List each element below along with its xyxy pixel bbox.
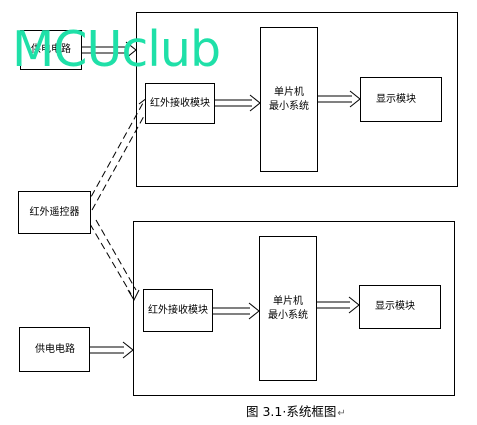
figure-caption-text: 图 3.1·系统框图 xyxy=(246,404,337,419)
arrow-top-mcu-to-display xyxy=(318,90,361,108)
arrow-top-receiver-to-mcu xyxy=(215,94,261,112)
figure-caption: 图 3.1·系统框图↵ xyxy=(246,404,346,422)
arrow-top-power-to-frame xyxy=(82,41,137,59)
paragraph-mark: ↵ xyxy=(337,408,346,419)
bottom-ir-receiver-box: 红外接收模块 xyxy=(143,289,213,332)
arrow-bottom-receiver-to-mcu xyxy=(213,302,260,320)
top-mcu-box: 单片机 最小系统 xyxy=(260,27,318,172)
top-ir-receiver-box: 红外接收模块 xyxy=(145,83,215,124)
mcuclub-watermark: MCUclub xyxy=(12,21,221,78)
top-power-supply-box: 供电电路 xyxy=(20,30,82,70)
arrow-bottom-power-to-frame xyxy=(90,341,134,359)
bottom-mcu-box: 单片机 最小系统 xyxy=(259,236,317,381)
ir-remote-box: 红外遥控器 xyxy=(18,191,91,234)
ir-link-to-bottom-receiver xyxy=(89,219,140,302)
arrow-bottom-mcu-to-display xyxy=(317,296,360,314)
bottom-display-box: 显示模块 xyxy=(359,285,441,329)
top-display-box: 显示模块 xyxy=(360,77,442,122)
bottom-power-supply-box: 供电电路 xyxy=(19,327,90,372)
ir-link-to-top-receiver xyxy=(85,96,150,211)
